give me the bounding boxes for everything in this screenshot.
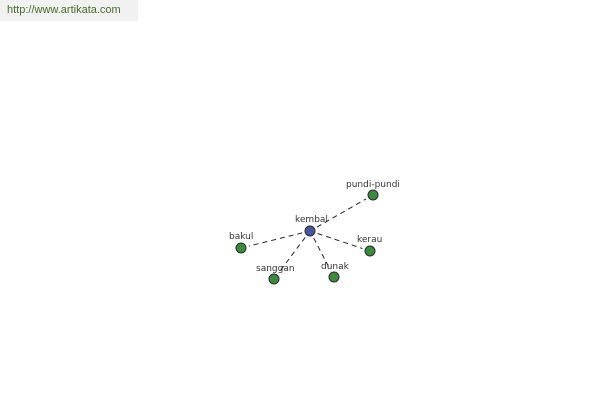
site-url-text[interactable]: http://www.artikata.com [7, 4, 121, 16]
node-label-kerau[interactable]: kerau [357, 235, 382, 245]
edge-kembal-sanggan [278, 237, 306, 273]
word-node-bakul[interactable] [235, 242, 247, 254]
graph-edges [248, 198, 367, 273]
graph-labels: kembal pundi-pundi bakul kerau sanggan dunak [229, 180, 400, 274]
word-node-pundi-pundi[interactable] [367, 189, 379, 201]
node-label-dunak[interactable]: dunak [321, 262, 350, 272]
word-node-kerau[interactable] [364, 245, 376, 257]
edge-kembal-kerau [317, 233, 363, 249]
word-node-sanggan[interactable] [268, 273, 280, 285]
edge-kembal-dunak [313, 237, 331, 271]
edge-kembal-bakul [248, 232, 303, 247]
node-label-pundi-pundi[interactable]: pundi-pundi [346, 180, 400, 190]
node-label-kembal[interactable]: kembal [295, 215, 328, 225]
node-label-sanggan[interactable]: sanggan [256, 264, 295, 274]
graph-nodes [235, 189, 379, 285]
center-node-kembal[interactable] [304, 225, 316, 237]
node-label-bakul[interactable]: bakul [229, 232, 253, 242]
edge-kembal-pundi-pundi [316, 198, 367, 228]
word-node-dunak[interactable] [328, 271, 340, 283]
site-url-banner[interactable]: http://www.artikata.com [0, 0, 138, 21]
